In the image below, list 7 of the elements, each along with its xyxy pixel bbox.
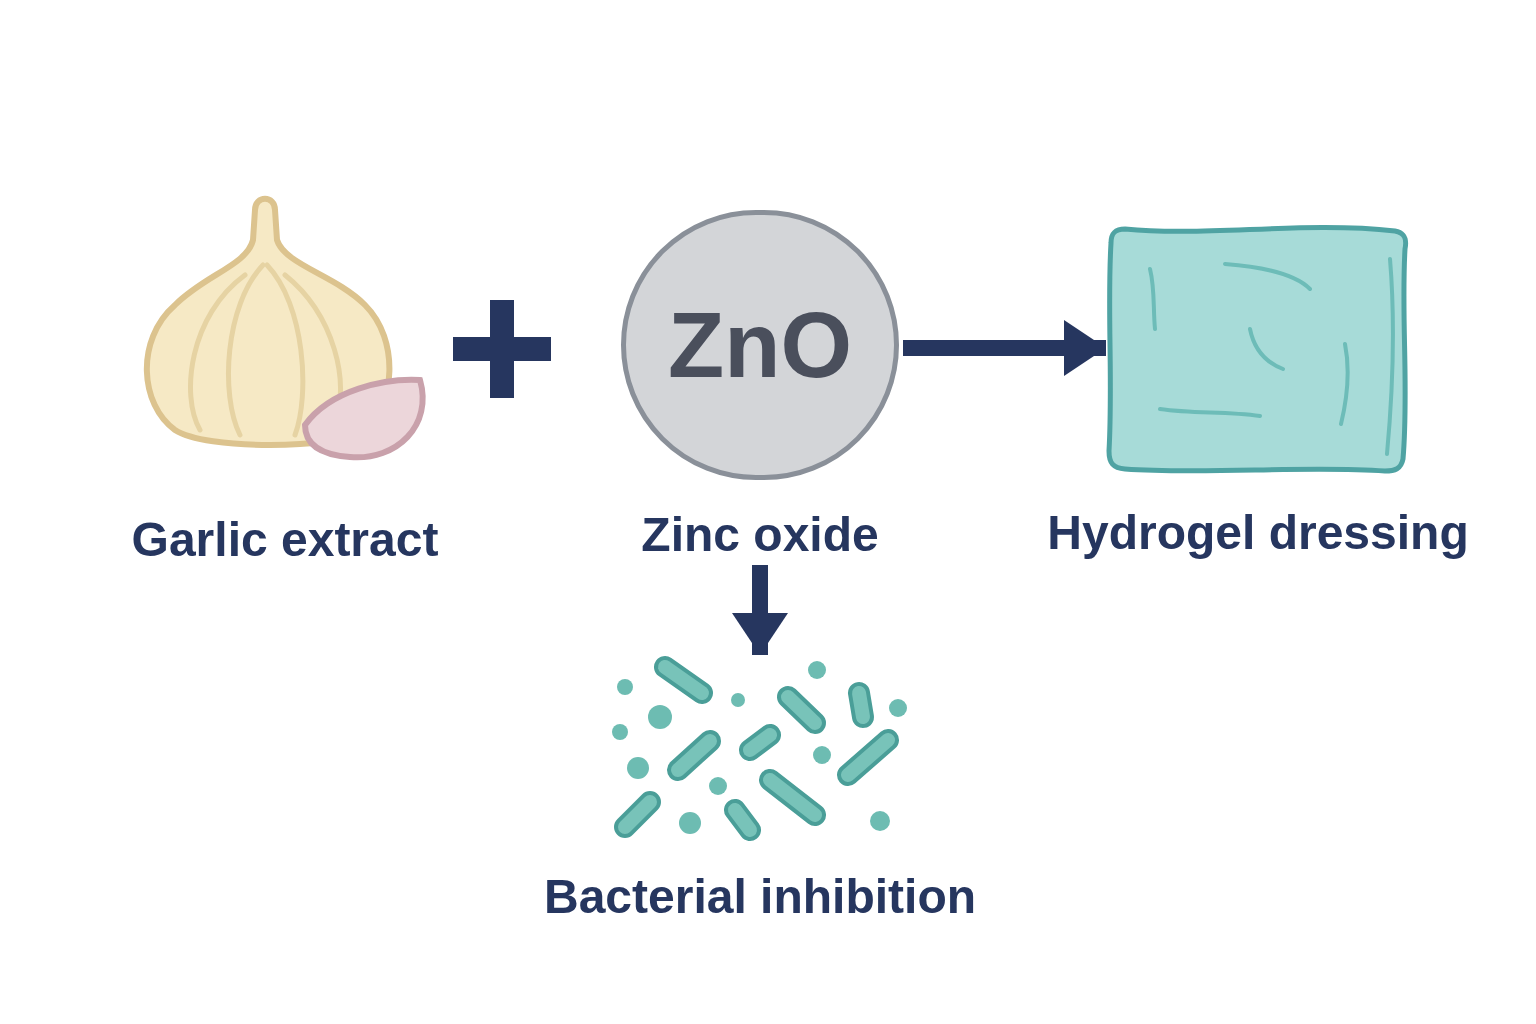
arrow xyxy=(732,565,788,655)
node-label: Hydrogel dressing xyxy=(1047,505,1469,561)
node-label: Bacterial inhibition xyxy=(543,869,976,925)
arrow xyxy=(903,320,1106,376)
node-label: Zinc oxide xyxy=(641,507,879,563)
particle-label: ZnO xyxy=(668,299,852,391)
node-label: Garlic extract xyxy=(131,512,439,568)
